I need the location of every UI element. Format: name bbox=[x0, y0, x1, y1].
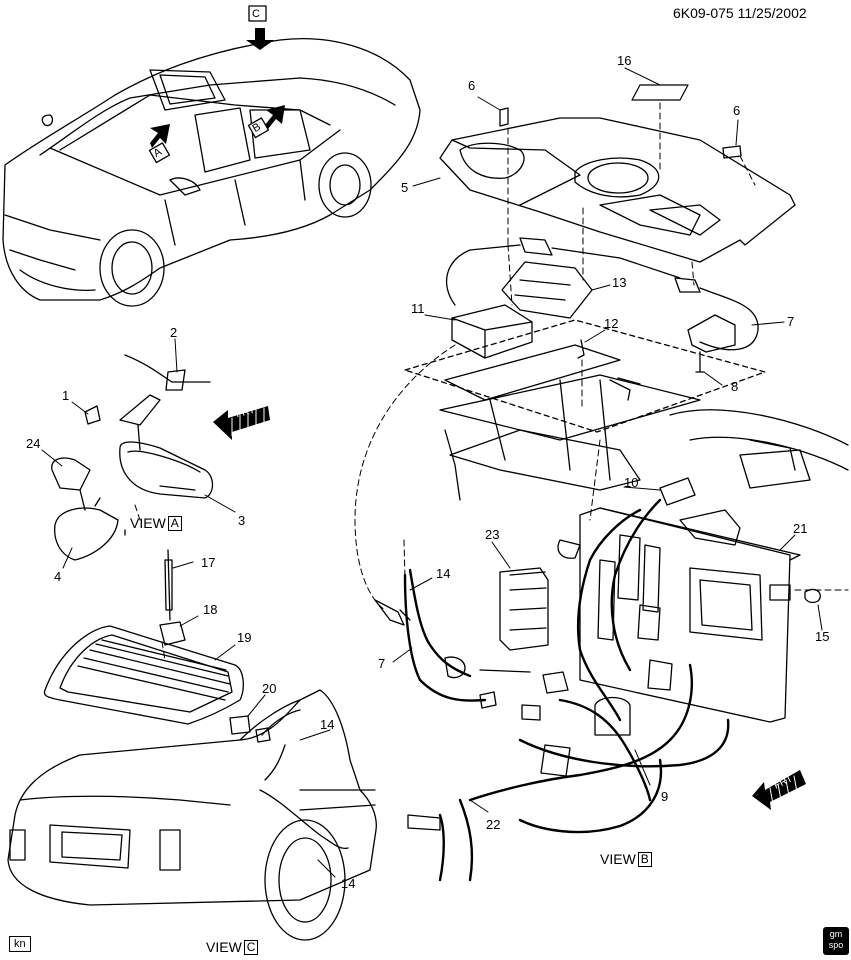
view-a-letter: A bbox=[167, 515, 182, 531]
view-b-prefix: VIEW bbox=[600, 851, 636, 867]
callout-1: 1 bbox=[62, 388, 70, 403]
rear-window-parts bbox=[43, 549, 271, 743]
callout-5: 5 bbox=[401, 180, 409, 195]
callout-14-view-b: 14 bbox=[436, 566, 451, 581]
callout-13: 13 bbox=[612, 275, 627, 290]
callout-leaders bbox=[41, 67, 823, 878]
callout-22: 22 bbox=[486, 817, 501, 832]
view-c-letter: C bbox=[243, 939, 259, 955]
callout-14-view-c-upper: 14 bbox=[320, 717, 335, 732]
callout-6-upper-right: 6 bbox=[733, 103, 741, 118]
callout-8: 8 bbox=[731, 379, 739, 394]
callout-24: 24 bbox=[26, 436, 41, 451]
callout-14-view-c-lower: 14 bbox=[341, 876, 356, 891]
callout-7-right: 7 bbox=[787, 314, 795, 329]
rear-car-illustration bbox=[7, 689, 377, 941]
view-c-caption: VIEW C bbox=[206, 939, 259, 955]
view-arrows bbox=[150, 28, 285, 148]
callout-7-left: 7 bbox=[378, 656, 386, 671]
harness-connectors bbox=[374, 477, 696, 831]
view-a-caption: VIEW A bbox=[130, 515, 182, 531]
callout-15: 15 bbox=[815, 629, 830, 644]
front-marker-b bbox=[752, 770, 806, 810]
callout-3: 3 bbox=[238, 513, 246, 528]
leader-lines-dashed bbox=[134, 102, 849, 661]
callout-17: 17 bbox=[201, 555, 216, 570]
callout-12: 12 bbox=[604, 316, 619, 331]
callout-2: 2 bbox=[170, 325, 178, 340]
view-b-caption: VIEW B bbox=[600, 851, 652, 867]
view-b-letter: B bbox=[637, 851, 652, 867]
callout-4: 4 bbox=[54, 569, 62, 584]
view-a-mirror-parts bbox=[51, 354, 214, 561]
view-c-prefix: VIEW bbox=[206, 939, 242, 955]
callout-11: 11 bbox=[411, 301, 425, 316]
trunk-body-structure bbox=[404, 319, 849, 501]
gm-spo-logo: gm spo bbox=[823, 927, 849, 955]
rear-shelf-tray bbox=[439, 84, 796, 263]
car-overview-illustration bbox=[2, 37, 421, 307]
callout-16: 16 bbox=[617, 53, 632, 68]
callout-9: 9 bbox=[661, 789, 669, 804]
front-marker-a bbox=[213, 406, 270, 440]
callout-20: 20 bbox=[262, 681, 277, 696]
view-arrow-label-c: C bbox=[252, 8, 260, 20]
antenna-module-and-cables bbox=[446, 237, 759, 373]
artist-code: kn bbox=[9, 936, 31, 952]
drawing-code: 6K09-075 11/25/2002 bbox=[673, 5, 807, 21]
callout-18: 18 bbox=[203, 602, 218, 617]
view-a-prefix: VIEW bbox=[130, 515, 166, 531]
receiver-harness-assembly bbox=[499, 507, 821, 723]
wiring-harness bbox=[403, 498, 730, 882]
callout-23: 23 bbox=[485, 527, 500, 542]
callout-21: 21 bbox=[793, 521, 808, 536]
callout-6-upper-left: 6 bbox=[468, 78, 476, 93]
callout-10: 10 bbox=[624, 475, 639, 490]
callout-19: 19 bbox=[237, 630, 252, 645]
